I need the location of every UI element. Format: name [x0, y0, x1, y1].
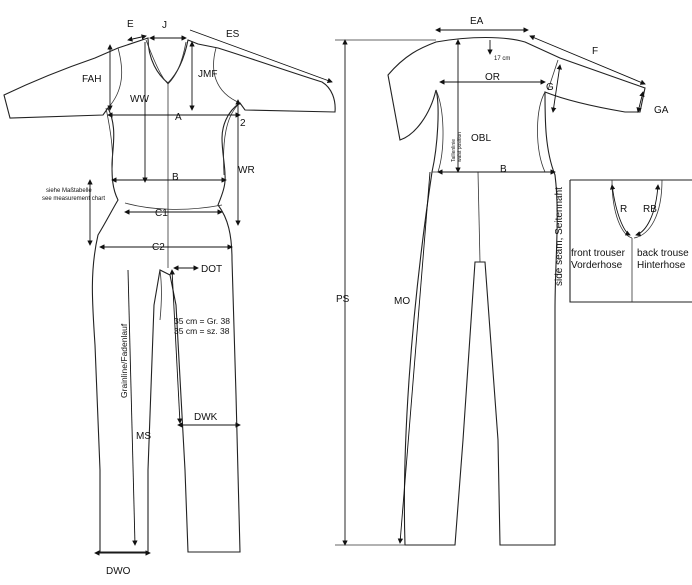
label-JMF: JMF [198, 69, 217, 80]
back-figure [387, 36, 646, 546]
label-C1: C1 [155, 208, 168, 219]
label-MS: MS [136, 431, 151, 442]
label-MO: MO [394, 296, 410, 307]
label-FAH: FAH [82, 74, 101, 85]
label-B-front: B [172, 172, 179, 183]
label-WW: WW [130, 94, 149, 105]
label-17cm: 17 cm [494, 56, 510, 62]
label-R: R [620, 204, 627, 215]
label-side-seam: side seam, Seitennaht [554, 187, 565, 286]
label-GA: GA [654, 105, 669, 116]
label-DWK: DWK [194, 412, 218, 423]
label-front-trouser-de: Vorderhose [571, 260, 623, 271]
label-grainline: Grainline/Fadenlauf [119, 323, 129, 398]
label-RB: RB [643, 204, 657, 215]
label-A: A [175, 112, 182, 123]
front-measurements [87, 29, 333, 556]
label-EA: EA [470, 16, 484, 27]
back-measurements [335, 27, 646, 546]
label-J: J [162, 20, 167, 31]
label-WR: WR [238, 165, 255, 176]
label-F: F [592, 46, 598, 57]
label-size38-de: 35 cm = Gr. 38 [174, 316, 230, 326]
label-OBL: OBL [471, 133, 491, 144]
label-back-trouser-de: Hinterhose [637, 260, 686, 271]
label-front-trouser-en: front trouser [571, 248, 626, 259]
label-measure-de: siehe Maßtabelle [46, 188, 92, 194]
label-DWO: DWO [106, 566, 131, 577]
label-2: 2 [240, 118, 246, 129]
label-PS: PS [336, 294, 350, 305]
label-B-back: B [500, 164, 507, 175]
label-OR: OR [485, 72, 500, 83]
label-size38-en: 35 cm = sz. 38 [174, 326, 230, 336]
label-E: E [127, 19, 134, 30]
label-DOT: DOT [201, 264, 222, 275]
label-measure-en: see measurement chart [42, 196, 105, 202]
label-ES: ES [226, 29, 240, 40]
label-C2: C2 [152, 242, 165, 253]
back-outline [387, 36, 646, 546]
rise-inset [569, 179, 692, 303]
label-taille-en: waist position [457, 132, 463, 162]
label-taille-de: Taillenlinie [451, 139, 457, 162]
label-back-trouser-en: back trouse [637, 248, 689, 259]
label-G: G [546, 82, 554, 93]
